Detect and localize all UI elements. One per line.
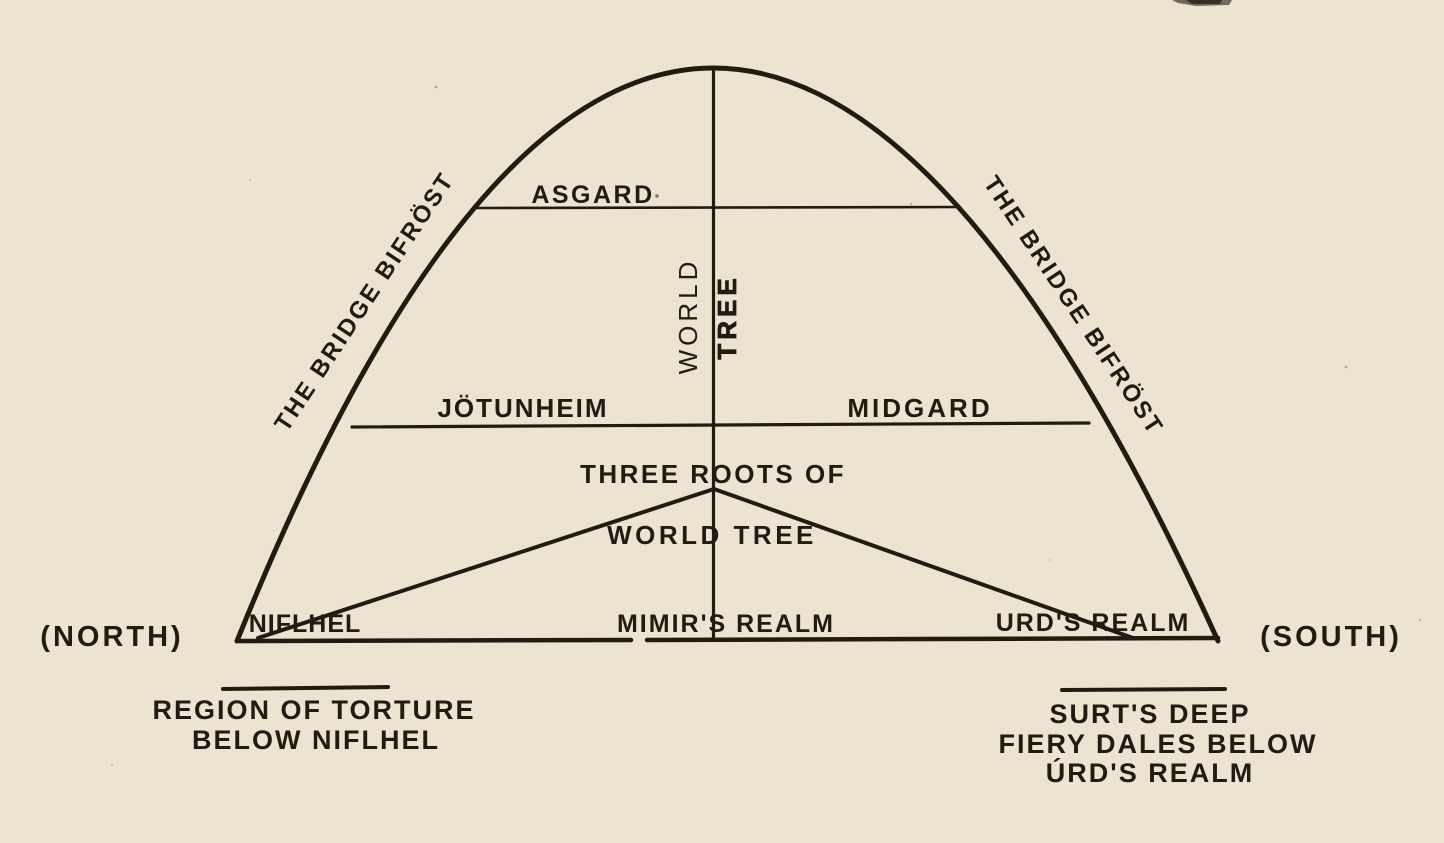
urds-realm-label: URD'S REALM [996,609,1191,637]
tree-label-vertical: TREE [712,274,742,359]
jotunheim-label: JÖTUNHEIM [437,393,608,423]
root-right-line [712,487,1135,640]
midgard-level-line [350,421,1091,429]
north-label: (NORTH) [40,621,183,653]
below-niflhel-label: BELOW NIFLHEL [192,725,440,755]
right-caption-overline [1060,687,1227,692]
urds-realm-caption-label: ÚRD'S REALM [1046,757,1254,788]
left-caption-overline [221,685,390,691]
three-roots-label-line1: THREE ROOTS OF [580,459,846,489]
niflhel-label: NIFLHEL [249,610,362,638]
ground-line-right [644,635,1221,643]
south-label: (SOUTH) [1260,621,1402,653]
ground-line-left [234,637,634,644]
root-left-line [256,487,716,640]
world-label-vertical: WORLD [673,258,703,375]
midgard-label: MIDGARD [847,393,992,423]
scan-smudge [1172,0,1232,6]
region-of-torture-label: REGION OF TORTURE [152,695,475,725]
fiery-dales-label: FIERY DALES BELOW [998,729,1317,759]
asgard-label: ASGARD [531,181,654,209]
three-roots-label-line2: WORLD TREE [607,520,817,550]
mimirs-realm-label: MIMIR'S REALM [617,610,835,638]
surts-deep-label: SURT'S DEEP [1050,699,1251,729]
asgard-level-line [472,205,962,210]
